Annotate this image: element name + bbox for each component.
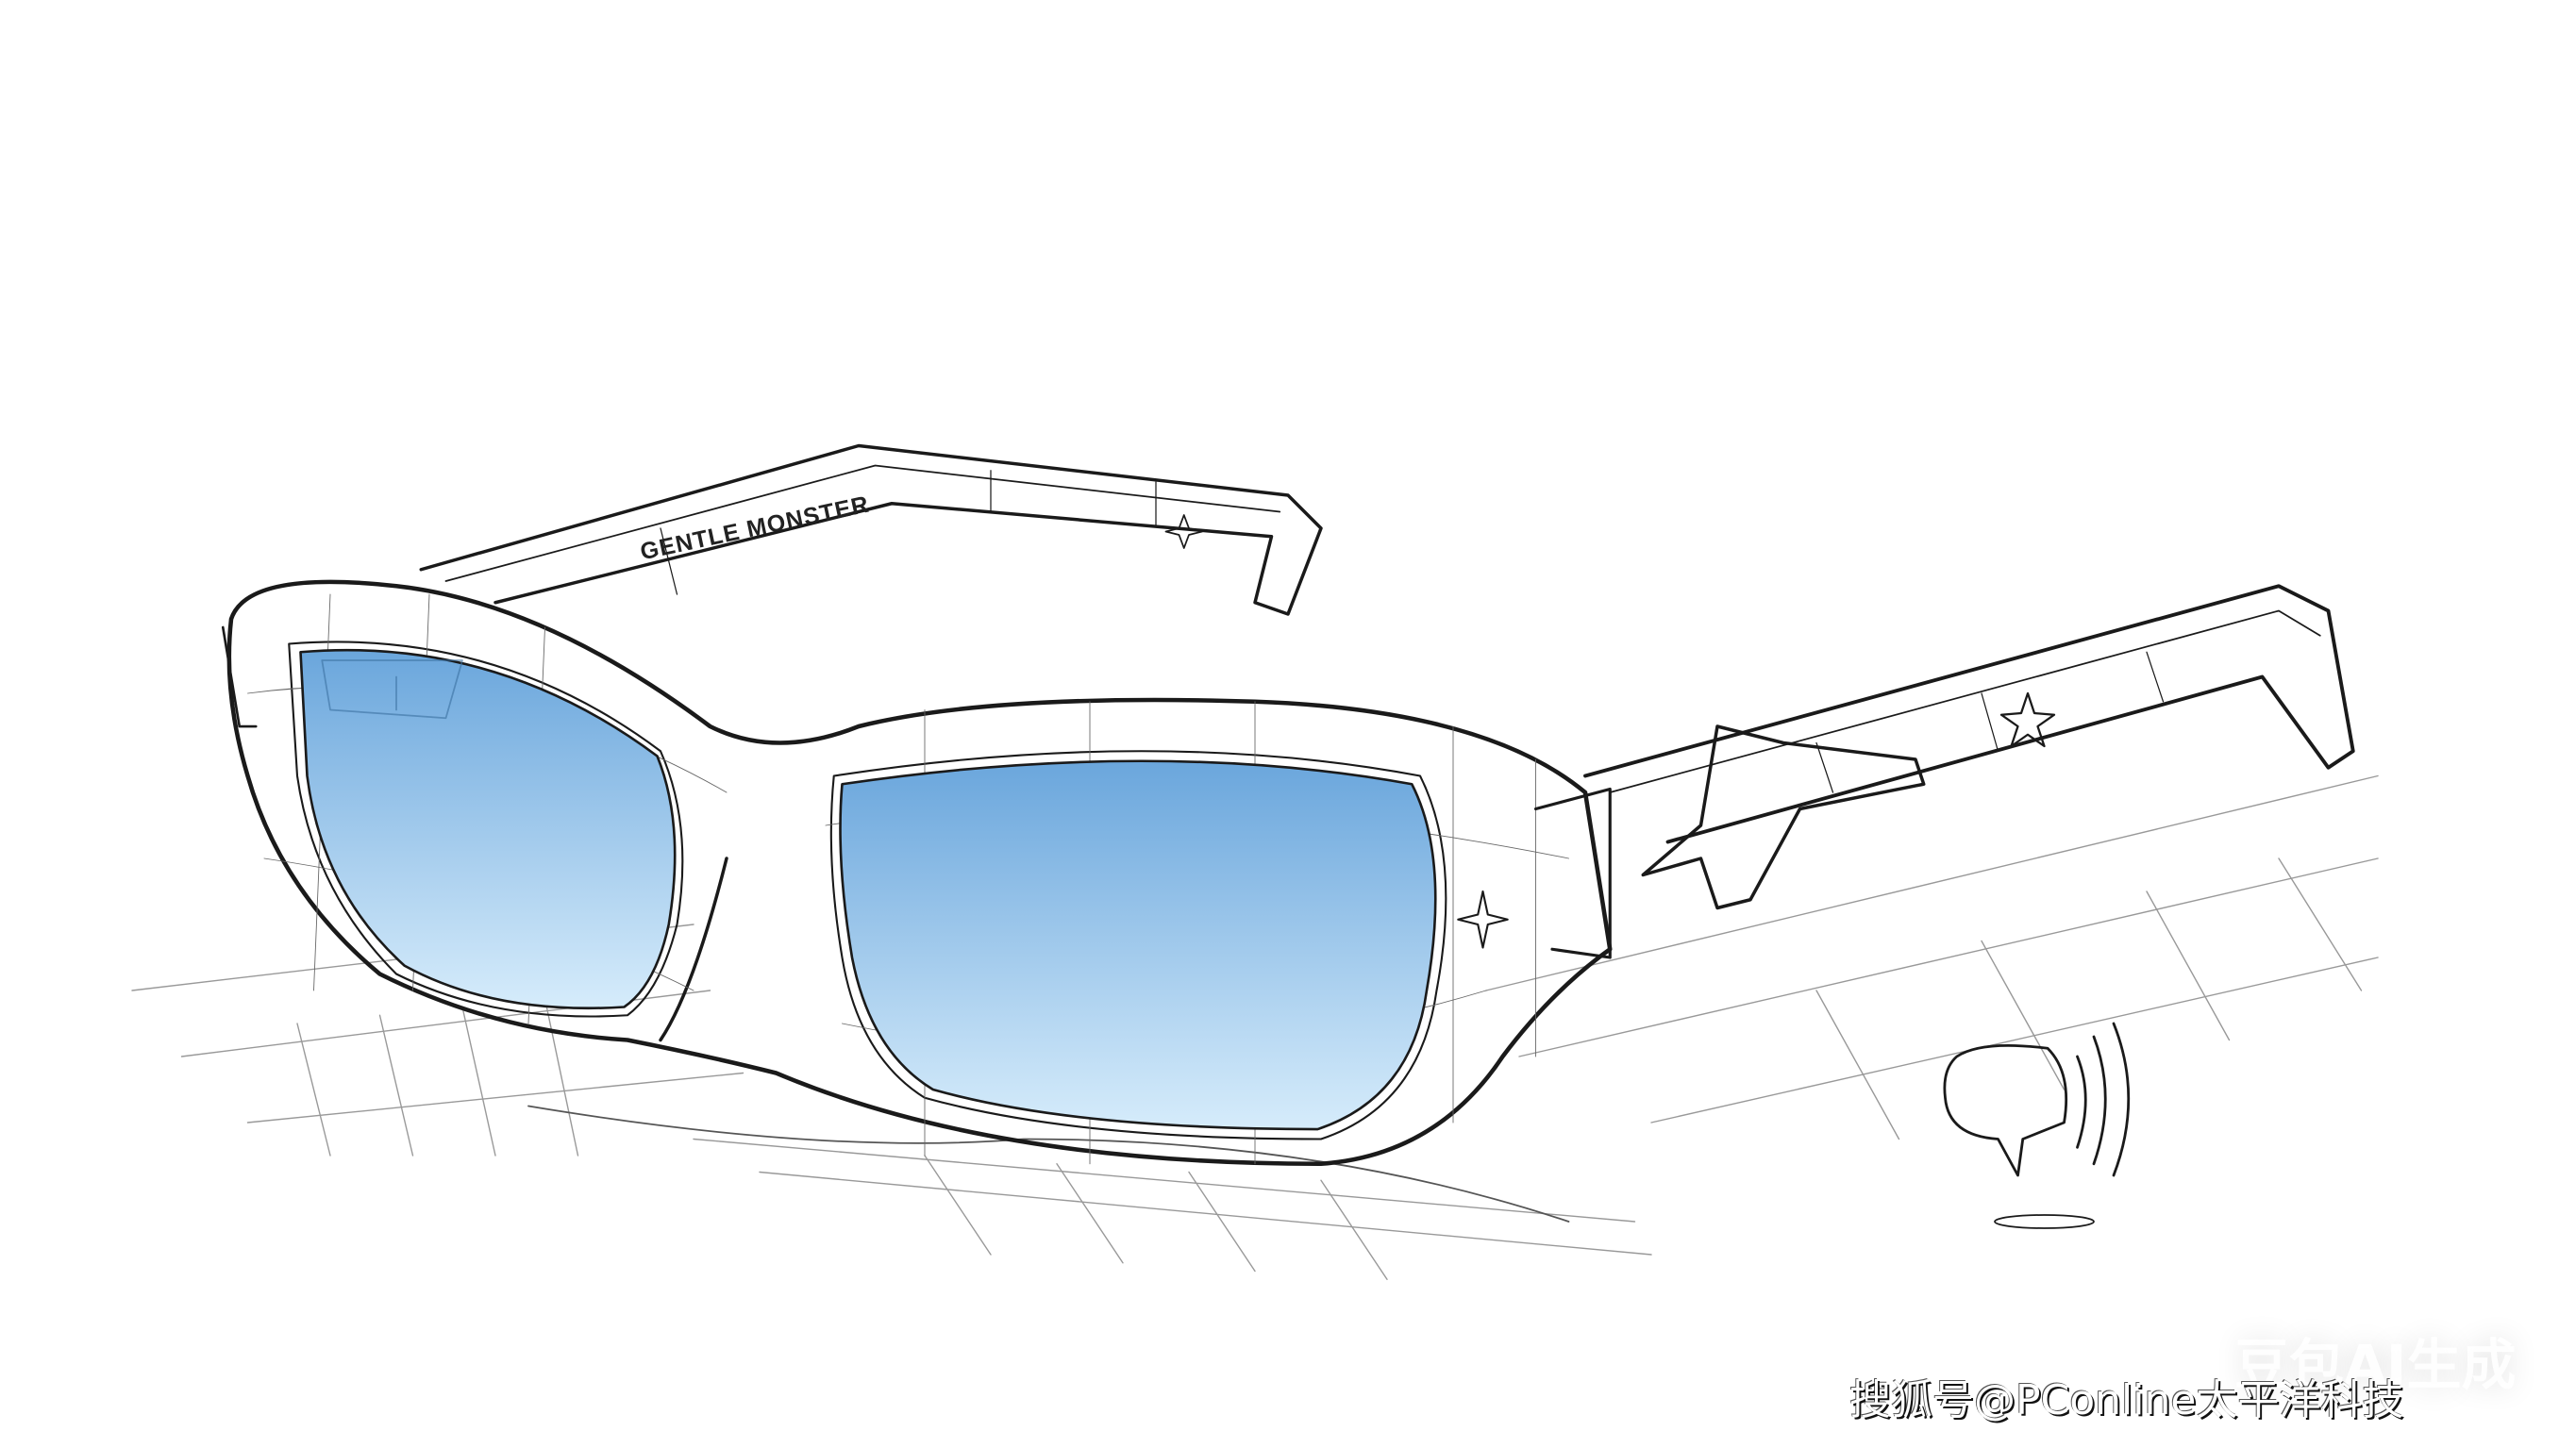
- left-lens: [299, 648, 677, 1010]
- right-temple: [1583, 584, 2355, 910]
- ground-grid: [131, 774, 2379, 1280]
- back-temple: [419, 443, 1323, 616]
- speaker-icon: [1943, 1022, 2131, 1229]
- right-lens: [839, 759, 1437, 1131]
- source-watermark: 搜狐号@PConline太平洋科技: [1849, 1376, 2404, 1424]
- ai-generated-watermark: 豆包AI生成: [2234, 1333, 2517, 1397]
